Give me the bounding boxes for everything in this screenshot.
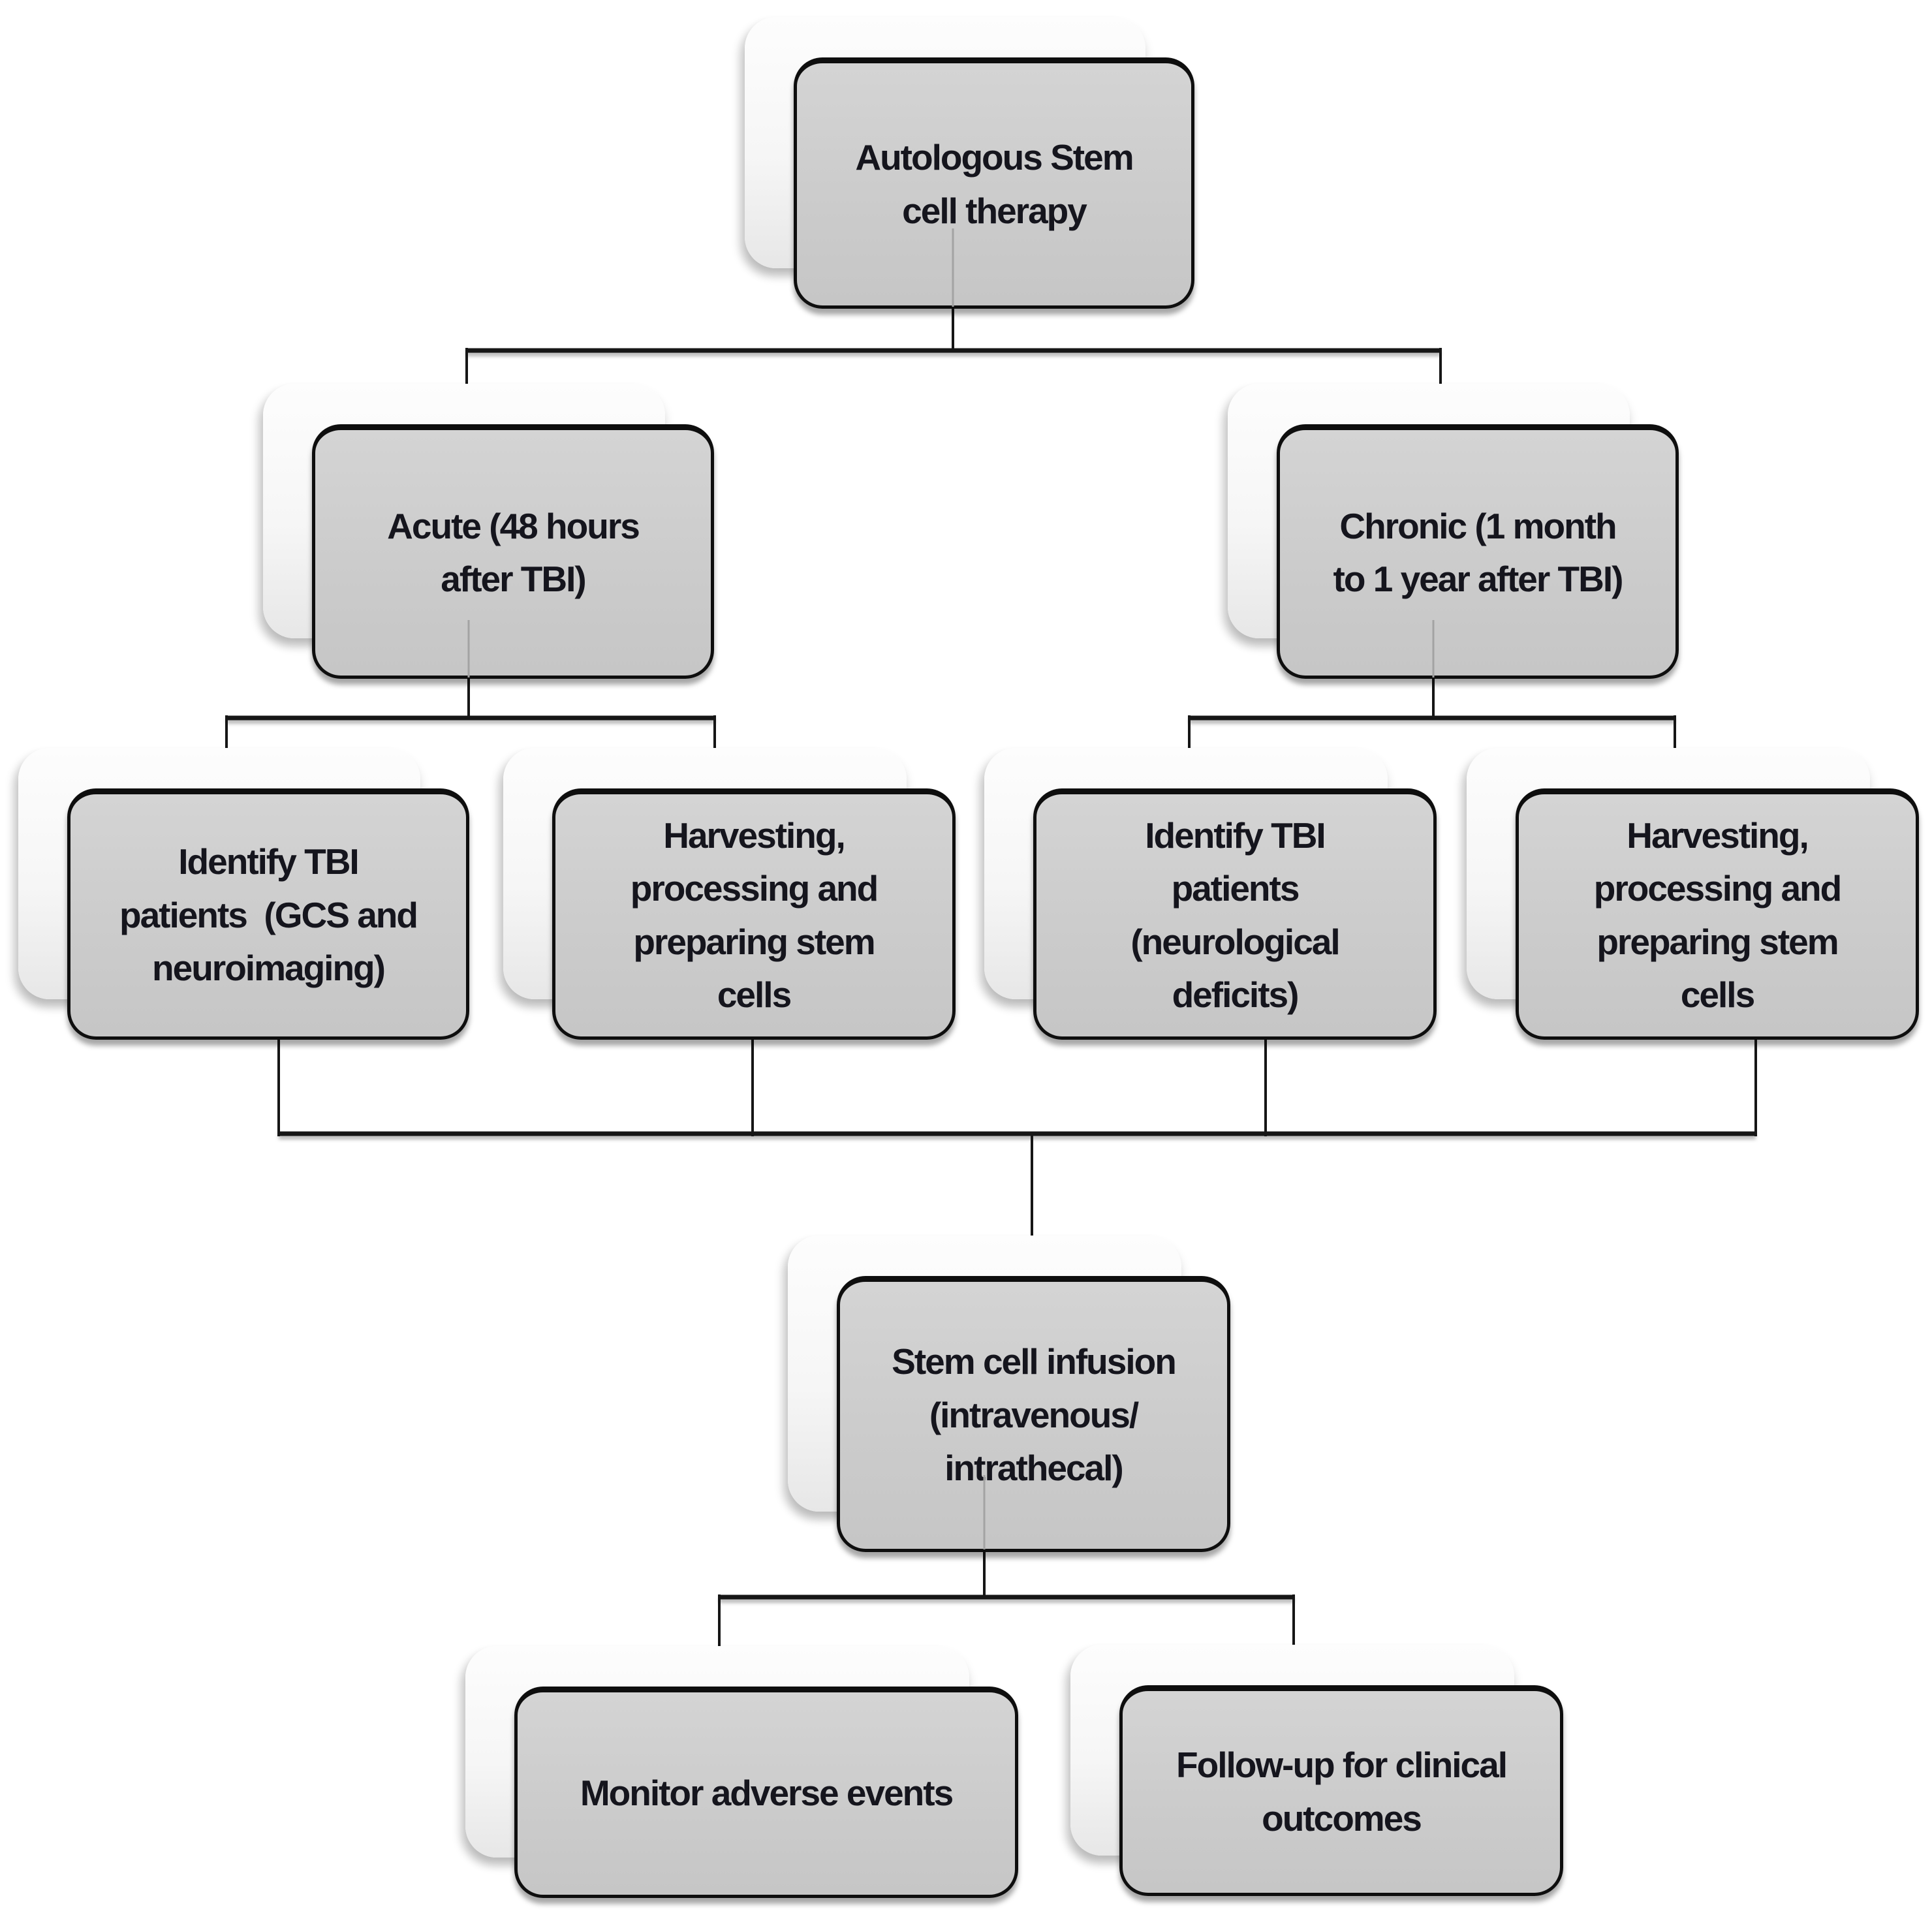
node-chronic-1-month-to-1-year-after-tbi: Chronic (1 month to 1 year after TBI) [1228,384,1679,679]
node-stem-cell-infusion: Stem cell infusion (intravenous/ intrath… [788,1236,1230,1552]
node-label: Harvesting, processing and preparing ste… [1593,815,1842,1015]
node-harvesting-processing-preparing-stem-cells-acute: Harvesting, processing and preparing ste… [503,748,956,1040]
node-box: Follow-up for clinical outcomes [1119,1685,1563,1896]
node-label: Acute (48 hours after TBI) [387,505,640,599]
node-box: Identify TBI patients (neurological defi… [1033,788,1437,1040]
node-box: Identify TBI patients (GCS and neuroimag… [67,788,469,1040]
node-box: Harvesting, processing and preparing ste… [1516,788,1919,1040]
node-follow-up-for-clinical-outcomes: Follow-up for clinical outcomes [1070,1645,1563,1896]
node-monitor-adverse-events: Monitor adverse events [465,1646,1018,1898]
node-label: Stem cell infusion (intravenous/ intrath… [892,1341,1177,1489]
node-label: Harvesting, processing and preparing ste… [630,815,879,1015]
node-label: Identify TBI patients (neurological defi… [1130,815,1340,1015]
node-box: Acute (48 hours after TBI) [312,424,714,679]
node-label: Follow-up for clinical outcomes [1176,1745,1508,1839]
node-label: Autologous Stem cell therapy [855,137,1134,231]
node-box: Harvesting, processing and preparing ste… [552,788,956,1040]
node-label: Monitor adverse events [580,1773,954,1814]
node-box: Autologous Stem cell therapy [794,57,1194,309]
node-autologous-stem-cell-therapy: Autologous Stem cell therapy [745,17,1194,309]
node-harvesting-processing-preparing-stem-cells-chronic: Harvesting, processing and preparing ste… [1467,748,1919,1040]
node-identify-tbi-patients-neurological-deficits: Identify TBI patients (neurological defi… [984,748,1437,1040]
node-box: Chronic (1 month to 1 year after TBI) [1277,424,1679,679]
node-box: Monitor adverse events [514,1687,1018,1898]
node-box: Stem cell infusion (intravenous/ intrath… [837,1276,1230,1552]
node-label: Identify TBI patients (GCS and neuroimag… [119,841,418,989]
node-identify-tbi-patients-gcs-neuroimaging: Identify TBI patients (GCS and neuroimag… [18,748,469,1040]
node-label: Chronic (1 month to 1 year after TBI) [1333,505,1624,599]
node-acute-48-hours-after-tbi: Acute (48 hours after TBI) [263,384,714,679]
